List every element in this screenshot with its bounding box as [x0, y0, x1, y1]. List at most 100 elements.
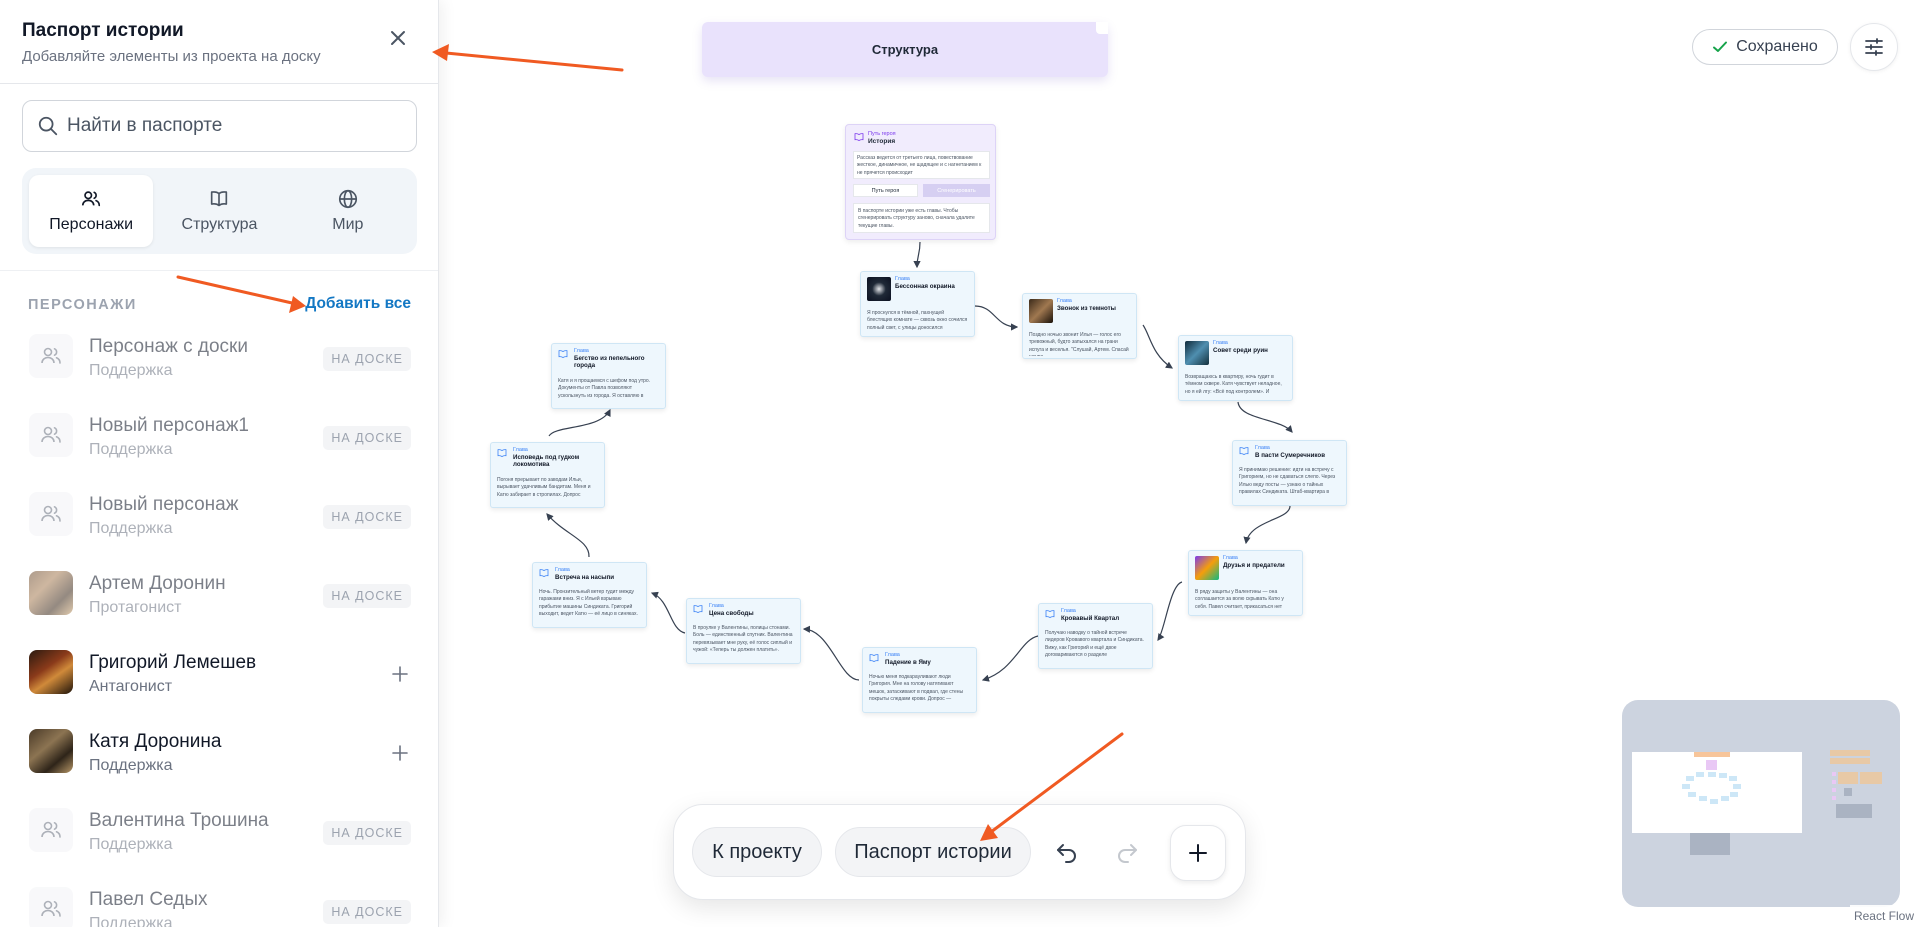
- add-to-board-plus-icon[interactable]: [391, 665, 409, 683]
- book-icon: [869, 654, 879, 662]
- generate-button[interactable]: Сгенерировать: [923, 184, 990, 197]
- group-corner: [1096, 22, 1108, 34]
- section-title: ПЕРСОНАЖИ: [28, 297, 137, 313]
- node-kind: Глава: [1213, 340, 1228, 346]
- tab-characters[interactable]: Персонажи: [29, 175, 154, 247]
- redo-icon[interactable]: [1114, 838, 1140, 864]
- node-kind: Глава: [1061, 608, 1076, 614]
- chapter-node[interactable]: Глава Встреча на насыпи Ночь. Пронзитель…: [532, 562, 647, 628]
- book-icon: [539, 569, 549, 577]
- divider: [0, 270, 438, 271]
- list-item[interactable]: Павел Седых Поддержка НА ДОСКЕ: [0, 873, 438, 927]
- passport-tabs: Персонажи Структура Мир: [22, 168, 417, 254]
- react-flow-attribution[interactable]: React Flow: [1849, 905, 1918, 927]
- chapter-node[interactable]: Глава Друзья и предатели В ряду защиты у…: [1188, 550, 1303, 616]
- add-to-board-plus-icon[interactable]: [391, 744, 409, 762]
- list-item[interactable]: Григорий Лемешев Антагонист: [0, 636, 438, 715]
- node-text: Я проснулся в тёмной, пахнущей блестящих…: [867, 310, 968, 331]
- list-item[interactable]: Артем Доронин Протагонист НА ДОСКЕ: [0, 557, 438, 636]
- list-item[interactable]: Катя Доронина Поддержка: [0, 715, 438, 794]
- story-hero-path-node[interactable]: Путь героя История Рассказ ведется от тр…: [845, 124, 996, 240]
- tab-label: Структура: [181, 216, 258, 233]
- chapter-node[interactable]: Глава Цена свободы В проулке у Валентины…: [686, 598, 801, 664]
- to-project-button[interactable]: К проекту: [692, 827, 822, 877]
- on-board-badge: НА ДОСКЕ: [323, 821, 411, 845]
- node-title: Кровавый Квартал: [1061, 615, 1120, 622]
- add-element-button[interactable]: [1170, 825, 1226, 881]
- chapter-node[interactable]: Глава Падение в Яму Ночью меня подкараул…: [862, 647, 977, 713]
- node-text: Катя и я прощаемся с шефом под утро. Док…: [558, 378, 651, 399]
- on-board-badge: НА ДОСКЕ: [323, 900, 411, 924]
- node-text: В ряду защиты у Валентины — она соглашае…: [1195, 589, 1284, 610]
- list-item[interactable]: Новый персонаж1 Поддержка НА ДОСКЕ: [0, 399, 438, 478]
- node-kind: Путь героя: [868, 131, 896, 137]
- users-icon: [41, 900, 61, 917]
- structure-group-node[interactable]: Структура: [702, 22, 1108, 77]
- group-title: Структура: [871, 42, 939, 57]
- chapter-node[interactable]: Глава Исповедь под гудком локомотива Пог…: [490, 442, 605, 508]
- avatar: [29, 334, 73, 378]
- character-role: Поддержка: [89, 836, 173, 853]
- avatar: [29, 650, 73, 694]
- book-icon: [854, 133, 864, 141]
- plus-icon: [1189, 844, 1207, 862]
- node-kind: Глава: [1223, 555, 1238, 561]
- node-title: Звонок из темноты: [1057, 305, 1116, 312]
- passport-search-field[interactable]: [22, 100, 417, 152]
- node-kind: Глава: [1057, 298, 1072, 304]
- globe-icon: [338, 189, 357, 209]
- users-icon: [41, 505, 61, 522]
- character-role: Протагонист: [89, 599, 182, 616]
- chapter-node[interactable]: Глава Бессонная окраина Я проснулся в тё…: [860, 271, 975, 337]
- panel-subtitle: Добавляйте элементы из проекта на доску: [22, 48, 321, 65]
- on-board-badge: НА ДОСКЕ: [323, 426, 411, 450]
- tab-world[interactable]: Мир: [286, 175, 410, 247]
- book-icon: [497, 449, 507, 457]
- add-all-button[interactable]: Добавить все: [305, 295, 411, 312]
- chapter-image: [1185, 341, 1209, 365]
- tab-label: Мир: [332, 216, 364, 233]
- bottom-toolbar: К проекту Паспорт истории: [673, 804, 1246, 900]
- book-icon: [558, 350, 568, 358]
- tab-label: Персонажи: [49, 216, 134, 233]
- chapter-node[interactable]: Глава Бегство из пепельного города Катя …: [551, 343, 666, 409]
- list-item[interactable]: Валентина Трошина Поддержка НА ДОСКЕ: [0, 794, 438, 873]
- close-icon[interactable]: [388, 28, 408, 48]
- story-passport-button[interactable]: Паспорт истории: [835, 827, 1031, 877]
- node-title: В пасти Сумеречников: [1255, 452, 1326, 459]
- undo-icon[interactable]: [1054, 838, 1080, 864]
- story-text[interactable]: Рассказ ведется от третьего лица, повест…: [853, 151, 990, 179]
- hero-path-button[interactable]: Путь героя: [853, 184, 918, 197]
- tab-structure[interactable]: Структура: [157, 175, 281, 247]
- chapter-node[interactable]: Глава Совет среди руин Возвращаюсь в ква…: [1178, 335, 1293, 401]
- node-title: Друзья и предатели: [1223, 562, 1285, 569]
- story-passport-panel: Паспорт истории Добавляйте элементы из п…: [0, 0, 439, 927]
- chapter-node[interactable]: Глава Звонок из темноты Поздно ночью зво…: [1022, 293, 1137, 359]
- character-name: Катя Доронина: [89, 731, 222, 752]
- minimap-nodes: [1682, 750, 1882, 855]
- chapter-node[interactable]: Глава Кровавый Квартал Получаю наводку о…: [1038, 603, 1153, 669]
- chapter-image: [1029, 299, 1053, 323]
- search-input[interactable]: [67, 115, 397, 137]
- list-item[interactable]: Персонаж с доски Поддержка НА ДОСКЕ: [0, 320, 438, 399]
- saved-status: Сохранено: [1692, 29, 1838, 65]
- character-name: Новый персонаж: [89, 494, 239, 515]
- users-icon: [41, 821, 61, 838]
- character-name: Павел Седых: [89, 889, 208, 910]
- book-icon: [1239, 447, 1249, 455]
- story-note: В паспорте истории уже есть главы. Чтобы…: [853, 203, 990, 233]
- node-text: Получаю наводку о тайной встрече лидеров…: [1045, 630, 1144, 658]
- node-text: Поздно ночью звонит Илья — голос его тре…: [1029, 332, 1129, 356]
- settings-sliders-button[interactable]: [1850, 23, 1898, 71]
- avatar: [29, 492, 73, 536]
- chapter-node[interactable]: Глава В пасти Сумеречников Я принимаю ре…: [1232, 440, 1347, 506]
- search-icon: [38, 116, 58, 136]
- character-role: Поддержка: [89, 362, 173, 379]
- list-item[interactable]: Новый персонаж Поддержка НА ДОСКЕ: [0, 478, 438, 557]
- sliders-icon: [1865, 38, 1883, 56]
- avatar: [29, 413, 73, 457]
- on-board-badge: НА ДОСКЕ: [323, 505, 411, 529]
- node-kind: Глава: [574, 348, 589, 354]
- character-name: Персонаж с доски: [89, 336, 248, 357]
- minimap[interactable]: [1622, 700, 1900, 907]
